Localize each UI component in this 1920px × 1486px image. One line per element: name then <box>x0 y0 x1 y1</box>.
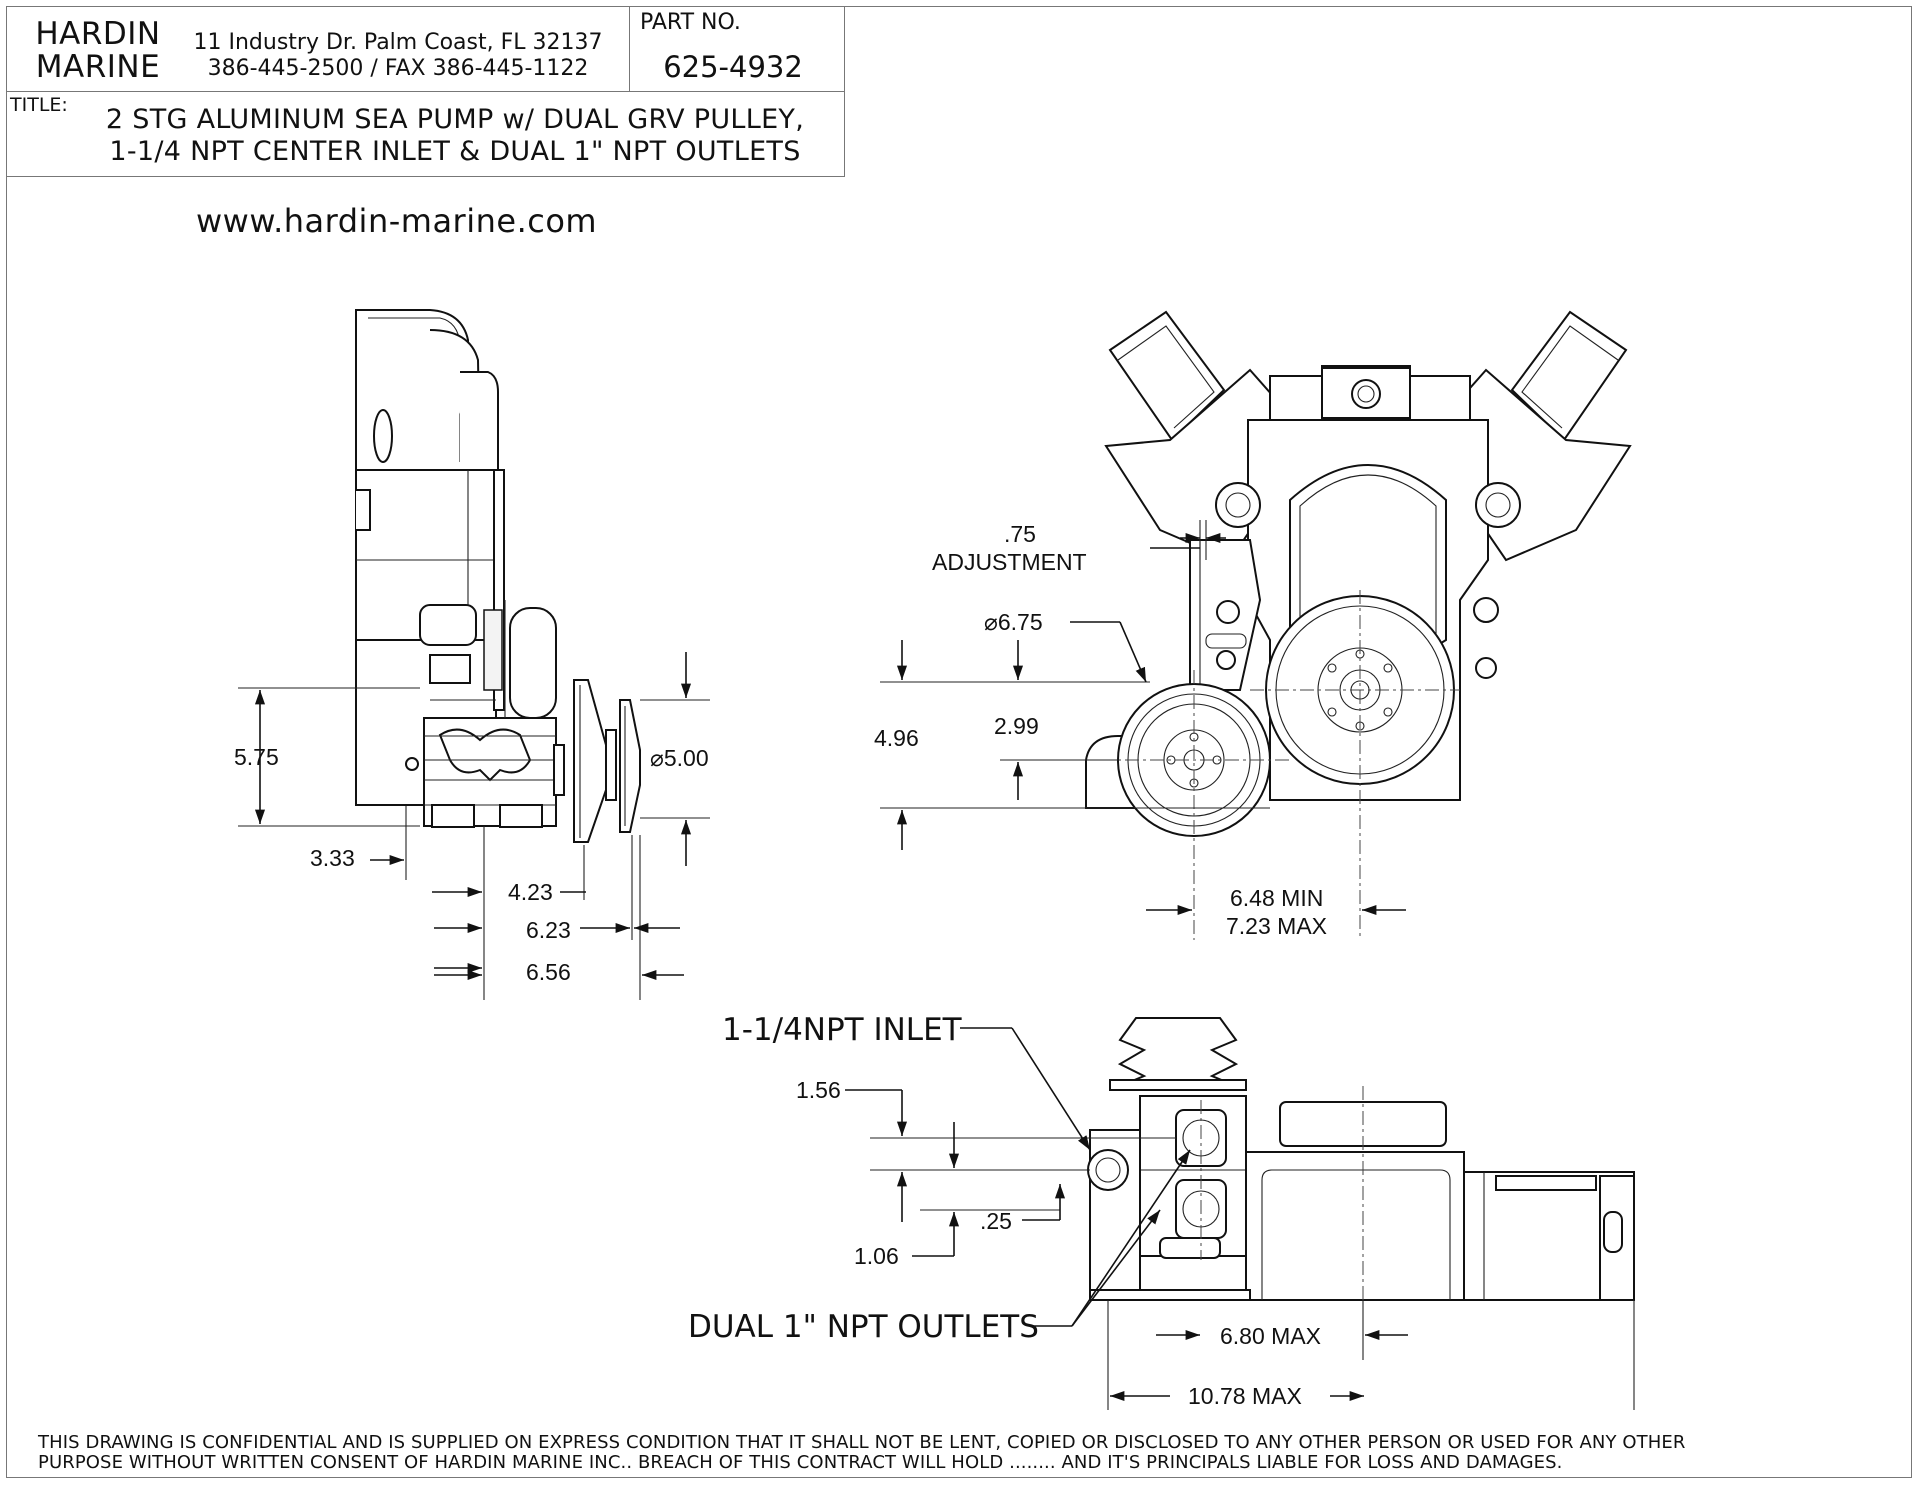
company-line2: MARINE <box>35 49 161 85</box>
address-line2: 386-445-2500 / FAX 386-445-1122 <box>207 56 589 81</box>
front-view: .75 ADJUSTMENT ⌀6.75 4.96 2.99 6.48 MIN … <box>874 310 1632 940</box>
title-line2: 1-1/4 NPT CENTER INLET & DUAL 1" NPT OUT… <box>109 136 801 167</box>
dim-front-min: 6.48 MIN <box>1230 885 1323 911</box>
confidentiality-notice: THIS DRAWING IS CONFIDENTIAL AND IS SUPP… <box>38 1433 1685 1473</box>
dim-top-10-78: 10.78 MAX <box>1188 1383 1302 1409</box>
side-view-dimensions: 5.75 3.33 4.23 6.23 6.56 ⌀5.00 <box>234 652 710 1000</box>
callout-inlet: 1-1/4NPT INLET <box>722 1012 963 1048</box>
dim-side-6-23: 6.23 <box>526 917 571 943</box>
part-number: 625-4932 <box>663 50 803 84</box>
top-view: 1-1/4NPT INLET DUAL 1" NPT OUTLETS 1.56 … <box>688 1012 1635 1410</box>
side-pulley <box>573 679 641 843</box>
part-number-label: PART NO. <box>640 10 741 35</box>
engine-front-outline <box>1085 310 1632 940</box>
front-view-dimensions: .75 ADJUSTMENT ⌀6.75 4.96 2.99 6.48 MIN … <box>874 520 1406 939</box>
company-address: 11 Industry Dr. Palm Coast, FL 32137 386… <box>178 30 618 82</box>
dim-front-pulley-dia: ⌀6.75 <box>984 609 1043 635</box>
dim-top-6-80: 6.80 MAX <box>1220 1323 1321 1349</box>
dim-top-0-25: .25 <box>980 1208 1012 1234</box>
dim-front-2-99: 2.99 <box>994 713 1039 739</box>
side-water-pump-body <box>405 600 565 828</box>
dim-top-1-06: 1.06 <box>854 1243 899 1269</box>
side-view: 5.75 3.33 4.23 6.23 6.56 ⌀5.00 <box>234 309 710 1000</box>
callout-outlets: DUAL 1" NPT OUTLETS <box>688 1309 1039 1345</box>
top-view-outline <box>1087 1017 1635 1301</box>
dim-side-4-23: 4.23 <box>508 879 553 905</box>
title-label: TITLE: <box>10 94 68 116</box>
company-line1: HARDIN <box>35 16 161 52</box>
drawing-border <box>6 6 1912 1478</box>
dim-front-adjust-value: .75 <box>1004 521 1036 547</box>
top-view-dimensions: 1-1/4NPT INLET DUAL 1" NPT OUTLETS 1.56 … <box>688 1012 1635 1410</box>
notice-line2: PURPOSE WITHOUT WRITTEN CONSENT OF HARDI… <box>38 1452 1563 1473</box>
website-url: www.hardin-marine.com <box>196 202 598 240</box>
title-block-part-cell <box>629 6 845 92</box>
dim-side-pulley-dia: ⌀5.00 <box>650 745 709 771</box>
title-block-title-cell <box>6 91 845 177</box>
dim-top-1-56: 1.56 <box>796 1077 841 1103</box>
address-line1: 11 Industry Dr. Palm Coast, FL 32137 <box>193 30 603 55</box>
dim-front-adjust-label: ADJUSTMENT <box>932 549 1087 575</box>
notice-line1: THIS DRAWING IS CONFIDENTIAL AND IS SUPP… <box>38 1432 1686 1453</box>
title-line1: 2 STG ALUMINUM SEA PUMP w/ DUAL GRV PULL… <box>105 104 805 135</box>
dim-side-3-33: 3.33 <box>310 845 355 871</box>
company-name: HARDIN MARINE <box>28 18 168 84</box>
dim-side-height: 5.75 <box>234 744 279 770</box>
dim-front-max: 7.23 MAX <box>1226 913 1327 939</box>
dim-front-4-96: 4.96 <box>874 725 919 751</box>
dim-side-6-56: 6.56 <box>526 959 571 985</box>
drawing-title: 2 STG ALUMINUM SEA PUMP w/ DUAL GRV PULL… <box>70 104 840 168</box>
